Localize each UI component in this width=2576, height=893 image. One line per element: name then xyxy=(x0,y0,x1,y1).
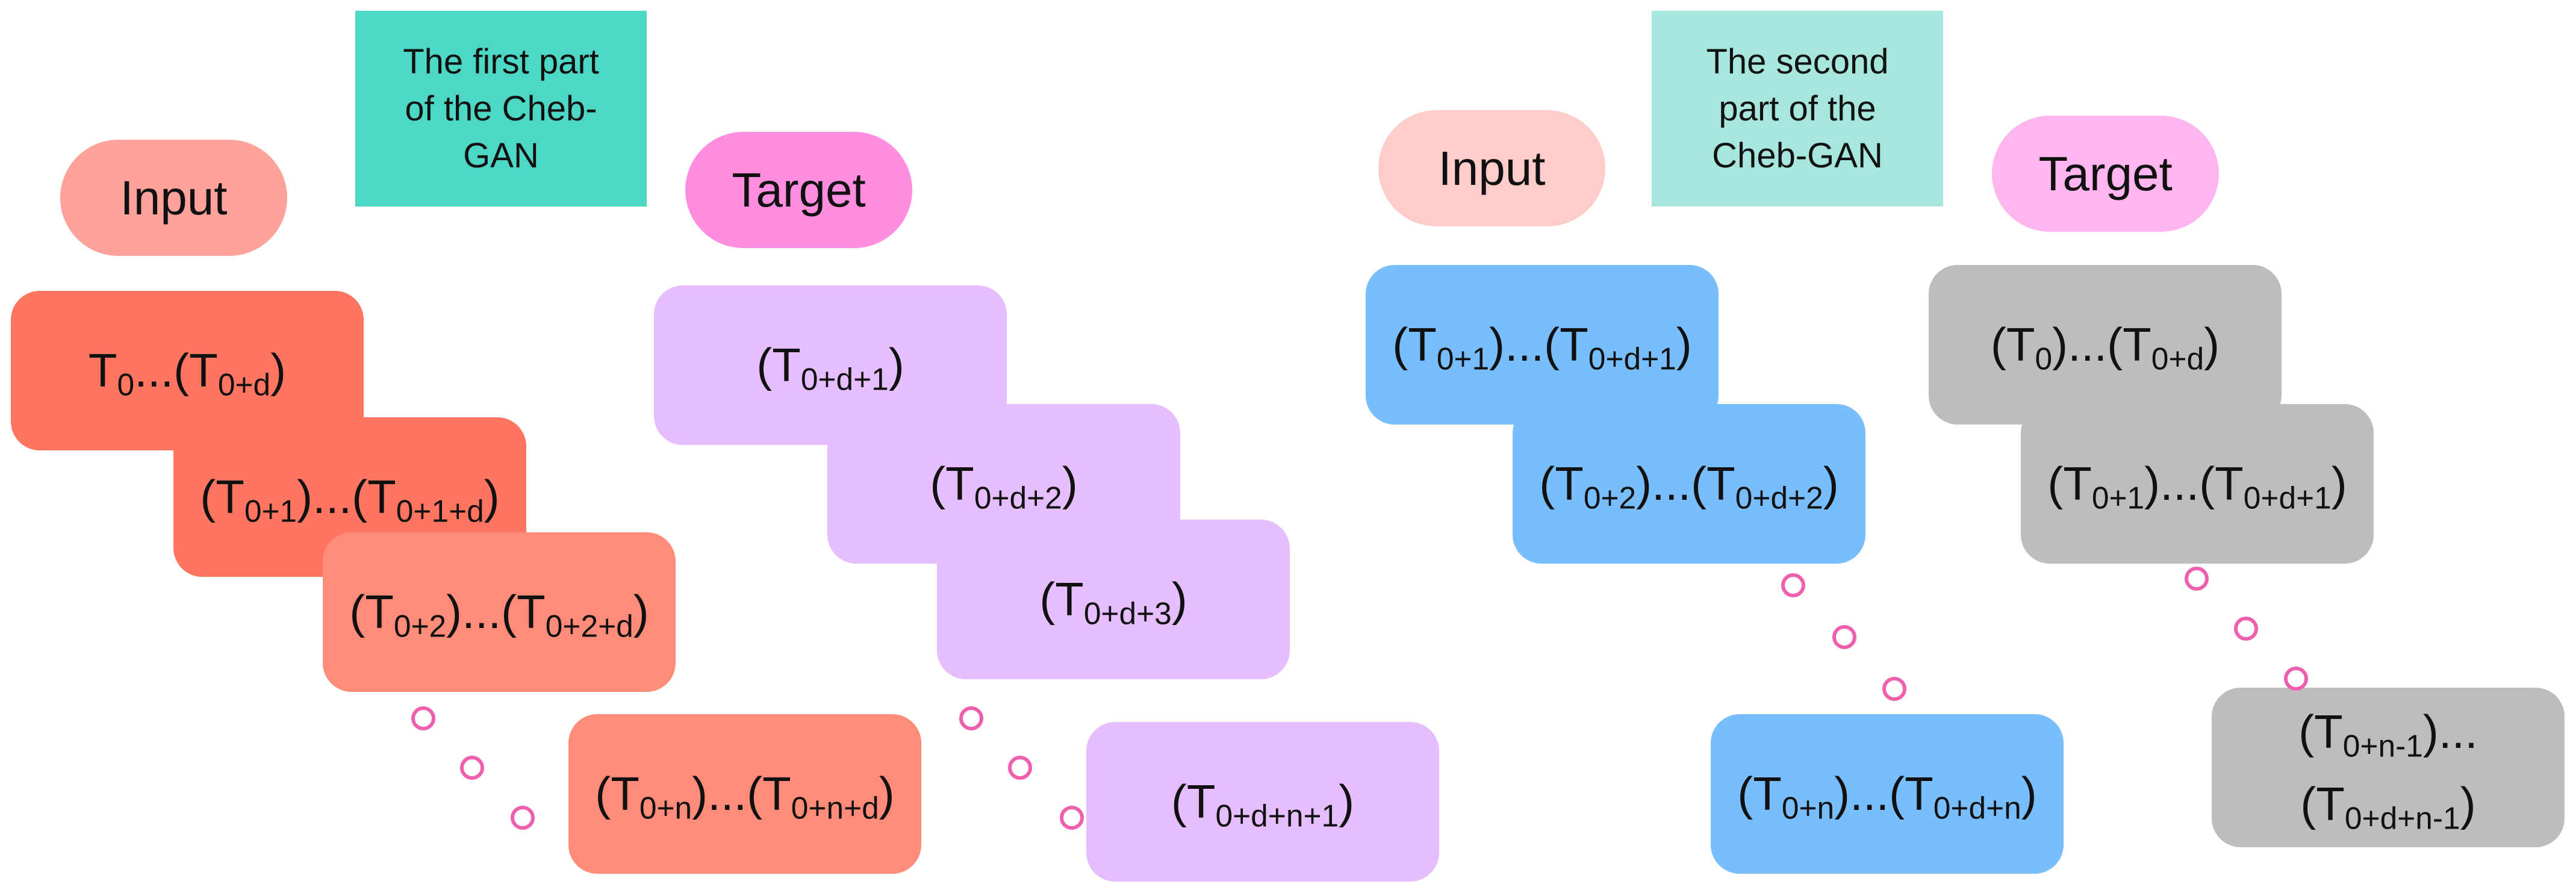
part1-input-box-4: (T0+n)...(T0+n+d) xyxy=(568,714,921,874)
part2-input-box-2-text: (T0+2)...(T0+d+2) xyxy=(1539,457,1839,515)
part1-input-box-2: (T0+1)...(T0+1+d) xyxy=(173,417,526,577)
part1-note: The first part of the Cheb- GAN xyxy=(355,11,647,207)
ellipsis-dot-icon xyxy=(1060,806,1084,830)
ellipsis-dot-icon xyxy=(2185,567,2209,591)
part1-target-box-4: (T0+d+n+1) xyxy=(1086,722,1439,882)
ellipsis-dot-icon xyxy=(460,756,484,780)
part2-target-box-3-text: (T0+n-1)... (T0+d+n-1) xyxy=(2298,705,2478,835)
part2-note: The second part of the Cheb-GAN xyxy=(1652,11,1943,207)
part2-input-box-2: (T0+2)...(T0+d+2) xyxy=(1513,404,1865,564)
part2-input-box-3-text: (T0+n)...(T0+d+n) xyxy=(1737,767,2037,826)
part2-target-box-1-text: (T0)...(T0+d) xyxy=(1990,318,2220,376)
part1-input-box-3-text: (T0+2)...(T0+2+d) xyxy=(349,585,649,644)
part1-target-box-3: (T0+d+3) xyxy=(937,520,1290,679)
part2-target-box-2: (T0+1)...(T0+d+1) xyxy=(2021,404,2374,564)
part2-target-label: Target xyxy=(2038,146,2173,201)
part2-input-box-1: (T0+1)...(T0+d+1) xyxy=(1366,265,1719,425)
part2-target-pill: Target xyxy=(1992,116,2219,232)
ellipsis-dot-icon xyxy=(1882,677,1906,701)
part1-input-box-1: T0...(T0+d) xyxy=(11,291,364,450)
ellipsis-dot-icon xyxy=(1781,573,1805,597)
part1-target-pill: Target xyxy=(685,132,912,248)
part1-input-box-4-text: (T0+n)...(T0+n+d) xyxy=(595,767,895,826)
part1-target-label: Target xyxy=(732,163,866,217)
part1-input-label: Input xyxy=(120,170,228,225)
part2-target-box-3: (T0+n-1)... (T0+d+n-1) xyxy=(2212,688,2565,847)
ellipsis-dot-icon xyxy=(1832,625,1856,649)
part1-note-line-1: The first part xyxy=(403,42,599,81)
ellipsis-dot-icon xyxy=(411,706,435,730)
part1-input-pill: Input xyxy=(60,140,287,256)
part2-note-line-3: Cheb-GAN xyxy=(1712,135,1883,175)
part1-input-box-3: (T0+2)...(T0+2+d) xyxy=(323,532,676,692)
ellipsis-dot-icon xyxy=(1008,756,1032,780)
part2-target-box-2-text: (T0+1)...(T0+d+1) xyxy=(2047,457,2347,515)
part2-input-box-3: (T0+n)...(T0+d+n) xyxy=(1711,714,2064,874)
ellipsis-dot-icon xyxy=(511,806,535,830)
ellipsis-dot-icon xyxy=(2234,617,2258,641)
part1-target-box-4-text: (T0+d+n+1) xyxy=(1171,775,1355,833)
part1-target-box-1-text: (T0+d+1) xyxy=(756,338,904,397)
part2-target-box-1: (T0)...(T0+d) xyxy=(1929,265,2282,425)
part2-note-line-2: part of the xyxy=(1719,89,1876,128)
part1-target-box-2-text: (T0+d+2) xyxy=(930,457,1078,515)
ellipsis-dot-icon xyxy=(959,706,983,730)
part2-input-box-1-text: (T0+1)...(T0+d+1) xyxy=(1392,318,1692,376)
part1-input-box-1-text: T0...(T0+d) xyxy=(88,344,287,402)
part1-target-box-3-text: (T0+d+3) xyxy=(1039,573,1187,631)
part2-input-label: Input xyxy=(1438,141,1546,195)
part1-note-line-2: of the Cheb- xyxy=(405,89,597,128)
part1-input-box-2-text: (T0+1)...(T0+1+d) xyxy=(200,470,500,529)
part2-note-line-1: The second xyxy=(1706,42,1889,81)
part2-input-pill: Input xyxy=(1378,110,1605,226)
ellipsis-dot-icon xyxy=(2284,667,2308,691)
part1-note-line-3: GAN xyxy=(463,135,539,175)
